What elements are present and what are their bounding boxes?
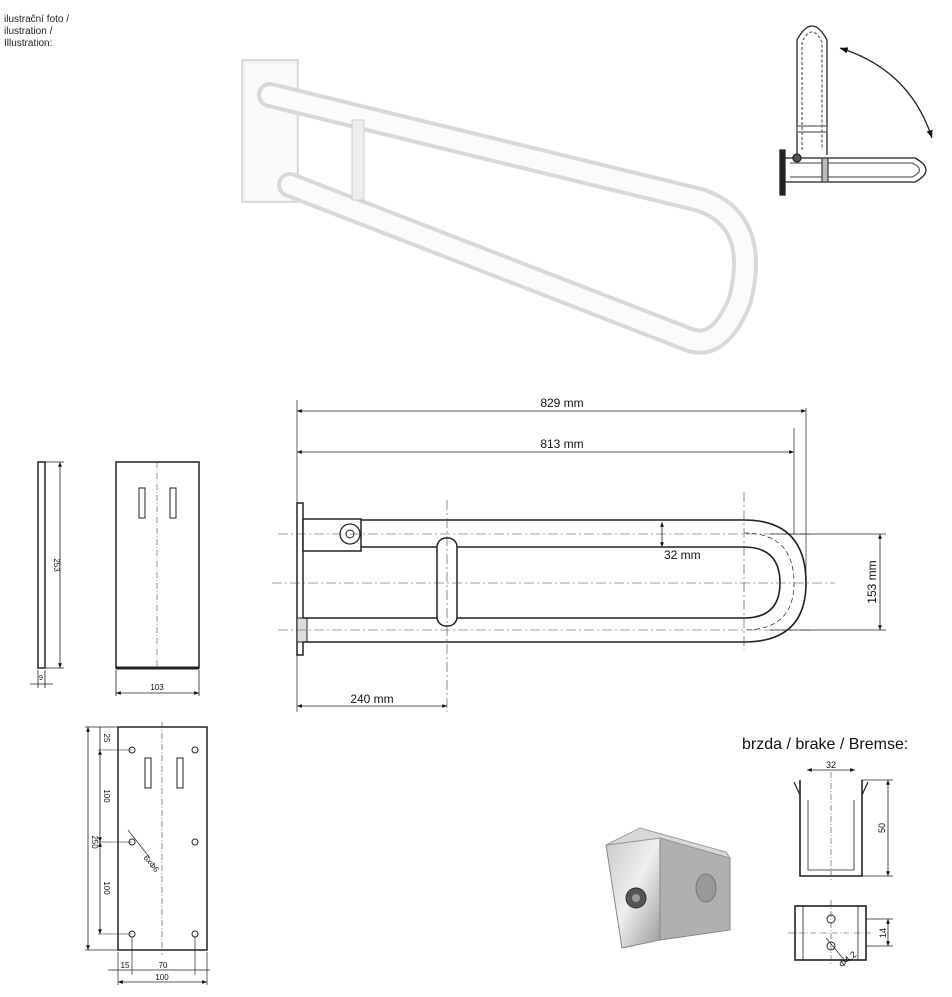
- height-label: 153 mm: [865, 560, 879, 603]
- tube-gap-label: 32 mm: [664, 548, 701, 562]
- mount-plate-view: 250 25 100 100 6xΦ6 15 70 100: [85, 722, 210, 985]
- brake-front-drawing: [793, 768, 893, 880]
- fold-schematic: [779, 25, 933, 196]
- main-drawing: 829 mm 813 mm 32 mm 153 mm 240 mm: [272, 396, 886, 712]
- brake-hole-label: Φ4,2: [837, 949, 859, 969]
- product-photo: [241, 59, 758, 355]
- side-depth-label: 9: [39, 675, 43, 682]
- mount-spacing-upper-label: 100: [102, 789, 111, 803]
- illustration-label-de: Illustration:: [4, 38, 53, 49]
- support-offset-label: 240 mm: [350, 692, 393, 706]
- brake-slot-label: 14: [878, 928, 888, 938]
- mount-holes-label: 6xΦ6: [141, 854, 161, 875]
- inner-length-label: 813 mm: [540, 437, 583, 451]
- brake-photo: [605, 827, 732, 949]
- mount-height-label: 250: [90, 835, 99, 849]
- side-view: 253 9: [30, 461, 64, 688]
- overall-length-label: 829 mm: [540, 396, 583, 410]
- side-height-label: 253: [52, 558, 61, 572]
- mount-top-offset-label: 25: [102, 734, 111, 743]
- brake-title: brzda / brake / Bremse:: [742, 736, 909, 753]
- brake-width-label: 32: [826, 760, 836, 770]
- front-plate-view: 103: [115, 461, 200, 696]
- illustration-label: ilustrační foto / ilustration / Illustra…: [4, 14, 69, 50]
- brake-bottom-drawing: [788, 900, 893, 966]
- front-width-label: 103: [150, 683, 164, 692]
- brake-height-label: 50: [877, 823, 887, 833]
- illustration-label-en: ilustration /: [4, 26, 53, 37]
- mount-spacing-lower-label: 100: [102, 881, 111, 895]
- mount-width-label: 100: [155, 973, 169, 982]
- mount-left-offset-label: 15: [121, 961, 130, 970]
- mount-hole-spacing-label: 70: [159, 961, 168, 970]
- illustration-label-cz: ilustrační foto /: [4, 14, 70, 25]
